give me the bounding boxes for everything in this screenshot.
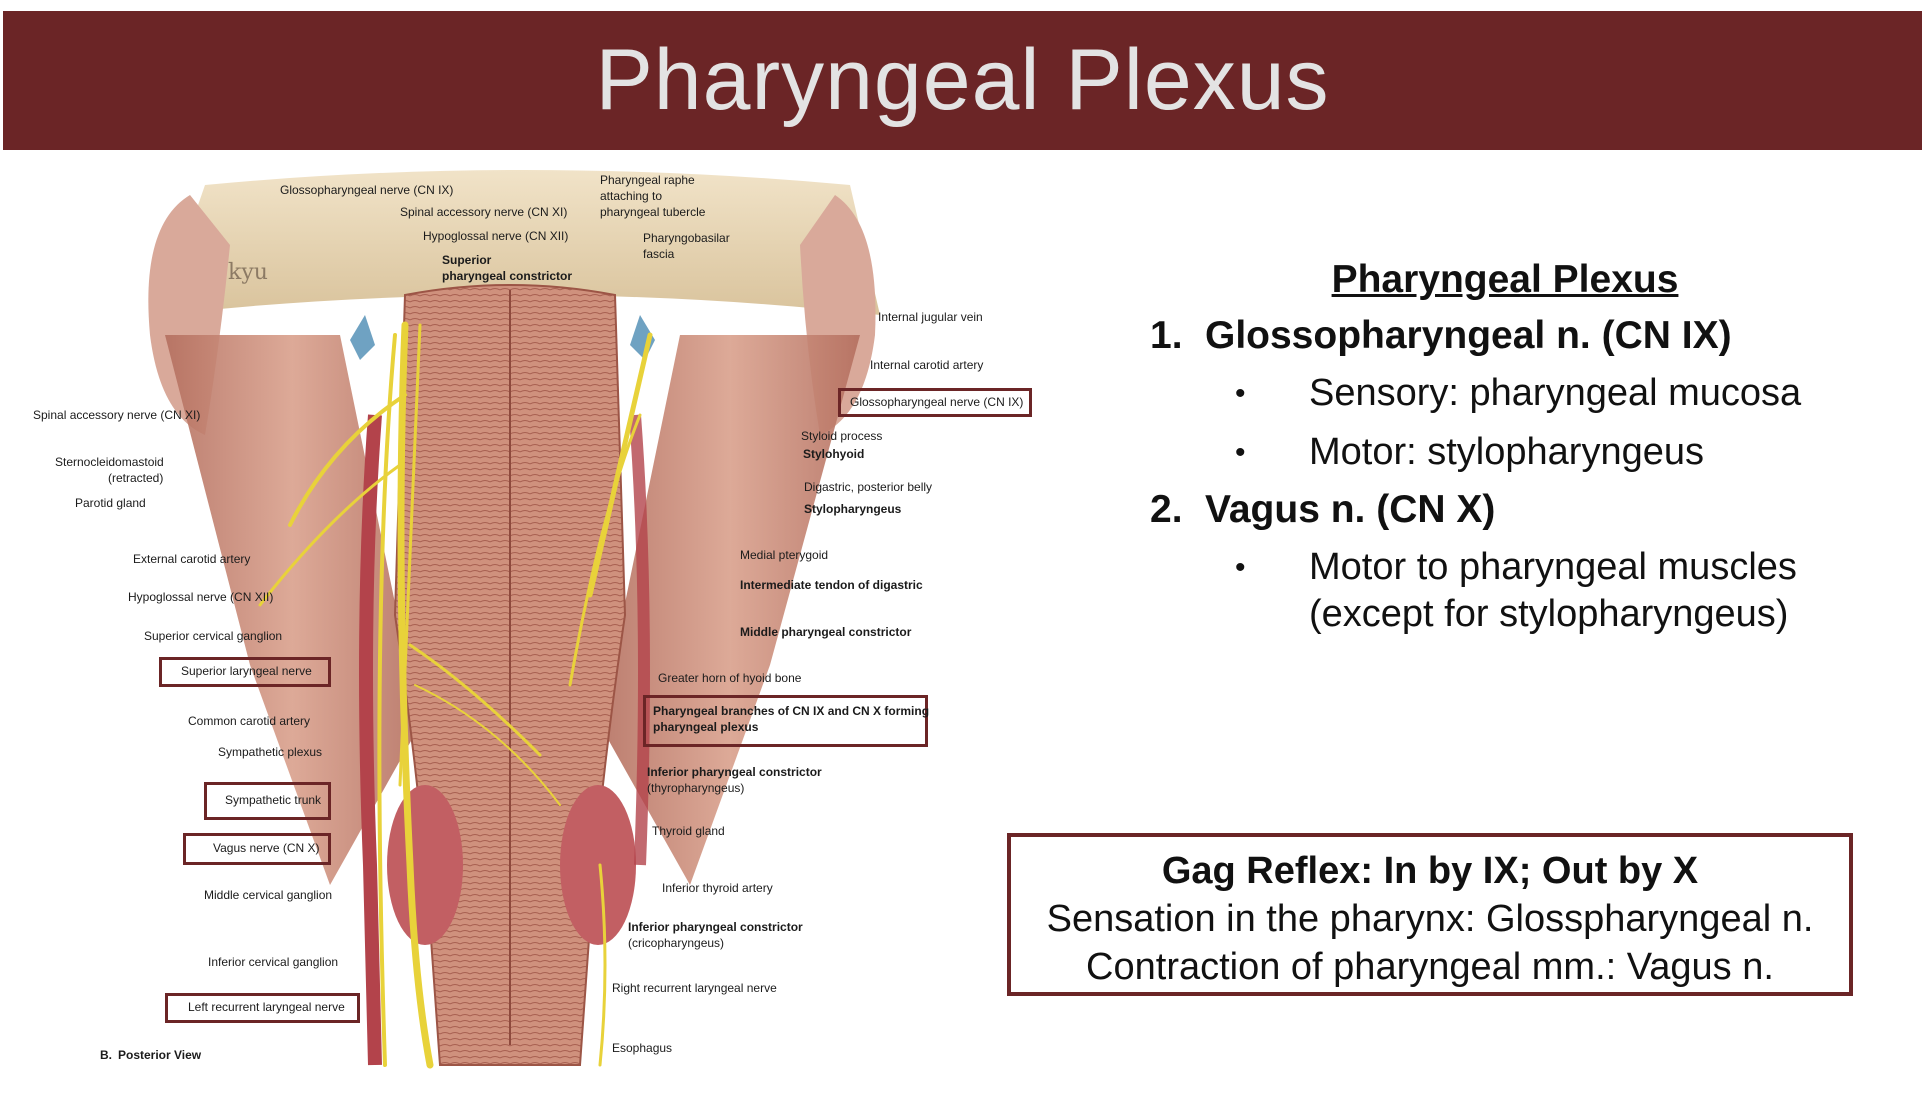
gag-contraction-line: Contraction of pharyngeal mm.: Vagus n. xyxy=(1086,946,1774,988)
label-retracted: (retracted) xyxy=(108,471,164,485)
label-middle-cervical-ganglion: Middle cervical ganglion xyxy=(204,888,333,902)
label-stylopharyngeus: Stylopharyngeus xyxy=(804,502,902,516)
label-fascia: fascia xyxy=(643,247,675,261)
highlight-box-left-recurrent xyxy=(165,993,360,1023)
highlight-box-glossopharyngeal xyxy=(838,388,1032,417)
bullet-text-line2: (except for stylopharyngeus) xyxy=(1309,593,1789,635)
label-right-recurrent-laryngeal: Right recurrent laryngeal nerve xyxy=(612,981,777,995)
label-pharyngeal-branches: Pharyngeal branches of CN IX and CN X fo… xyxy=(653,704,930,718)
label-medial-pterygoid: Medial pterygoid xyxy=(740,548,829,562)
label-middle-pharyngeal-constrictor: Middle pharyngeal constrictor xyxy=(740,625,912,639)
label-hypoglossal-top: Hypoglossal nerve (CN XII) xyxy=(423,229,569,243)
gag-sensation-line: Sensation in the pharynx: Glosspharyngea… xyxy=(1046,898,1814,940)
item-text: Vagus n. (CN X) xyxy=(1205,488,1496,531)
plexus-heading: Pharyngeal Plexus xyxy=(1331,258,1679,301)
label-attaching-to: attaching to xyxy=(600,189,663,203)
label-cricopharyngeus: (cricopharyngeus) xyxy=(628,936,725,950)
gag-reflex-box: Gag Reflex: In by IX; Out by X Sensation… xyxy=(1007,833,1853,996)
label-digastric-posterior: Digastric, posterior belly xyxy=(804,480,933,494)
label-intermediate-tendon: Intermediate tendon of digastric xyxy=(740,578,923,592)
label-inferior-constrictor-thyro: Inferior pharyngeal constrictor xyxy=(647,765,822,779)
anatomy-figure: Glossopharyngeal nerve (CN IX) Spinal ac… xyxy=(0,165,1060,1094)
label-vagus-nerve: Vagus nerve (CN X) xyxy=(213,841,320,855)
left-common-carotid xyxy=(359,414,382,1066)
label-superior: Superior xyxy=(442,253,492,267)
label-styloid-process: Styloid process xyxy=(801,429,883,443)
label-stylohyoid: Stylohyoid xyxy=(803,447,865,461)
label-sup-pharyngeal-constrictor: pharyngeal constrictor xyxy=(442,269,573,283)
artist-mark: kyu xyxy=(228,260,268,285)
slide-title: Pharyngeal Plexus xyxy=(595,32,1330,128)
label-sympathetic-trunk: Sympathetic trunk xyxy=(225,793,322,807)
bullet-motor: • Motor: stylopharyngeus xyxy=(1235,429,1910,476)
label-parotid-gland: Parotid gland xyxy=(75,496,146,510)
label-spinal-accessory-top: Spinal accessory nerve (CN XI) xyxy=(400,205,568,219)
bullet-text: Sensory: pharyngeal mucosa xyxy=(1309,372,1802,414)
label-inferior-thyroid-artery: Inferior thyroid artery xyxy=(662,881,773,895)
bullet-sensory: • Sensory: pharyngeal mucosa xyxy=(1235,370,1910,417)
label-hypoglossal-left: Hypoglossal nerve (CN XII) xyxy=(128,590,274,604)
label-superior-cervical-ganglion: Superior cervical ganglion xyxy=(144,629,283,643)
label-internal-jugular-vein: Internal jugular vein xyxy=(878,310,983,324)
label-internal-carotid-artery: Internal carotid artery xyxy=(870,358,984,372)
thyroid-left-lobe xyxy=(387,785,463,945)
label-left-recurrent-laryngeal: Left recurrent laryngeal nerve xyxy=(188,1000,345,1014)
label-pharyngeal-raphe: Pharyngeal raphe xyxy=(600,173,695,187)
label-pharyngeal-tubercle: pharyngeal tubercle xyxy=(600,205,706,219)
label-inferior-cervical-ganglion: Inferior cervical ganglion xyxy=(208,955,339,969)
view-label: Posterior View xyxy=(118,1048,202,1062)
left-jugular-vein xyxy=(350,315,375,360)
pharynx-illustration xyxy=(148,170,880,1069)
label-glossopharyngeal-right: Glossopharyngeal nerve (CN IX) xyxy=(850,395,1024,409)
list-item-vagus: 2. Vagus n. (CN X) xyxy=(1150,488,1910,532)
list-item-glossopharyngeal: 1. Glossopharyngeal n. (CN IX) xyxy=(1150,314,1910,358)
label-common-carotid: Common carotid artery xyxy=(188,714,311,728)
bullet-text-block: Motor to pharyngeal muscles (except for … xyxy=(1309,544,1797,638)
skull-base xyxy=(160,170,880,315)
highlight-box-sympathetic-trunk xyxy=(204,782,331,820)
label-superior-laryngeal-nerve: Superior laryngeal nerve xyxy=(181,664,312,678)
label-glossopharyngeal-top: Glossopharyngeal nerve (CN IX) xyxy=(280,183,454,197)
label-external-carotid: External carotid artery xyxy=(133,552,251,566)
label-esophagus: Esophagus xyxy=(612,1041,673,1055)
nerves xyxy=(258,321,653,1069)
view-letter: B. xyxy=(100,1048,112,1062)
highlight-box-pharyngeal-branches xyxy=(643,695,928,747)
highlight-box-superior-laryngeal xyxy=(159,657,331,687)
label-pharyngeal-plexus: pharyngeal plexus xyxy=(653,720,759,734)
thyroid-right-lobe xyxy=(560,785,636,945)
label-pharyngobasilar: Pharyngobasilar xyxy=(643,231,730,245)
item-number: 1. xyxy=(1150,314,1183,357)
left-lateral-muscles xyxy=(165,335,420,885)
label-sympathetic-plexus: Sympathetic plexus xyxy=(218,745,323,759)
bullet-text: Motor: stylopharyngeus xyxy=(1309,431,1704,473)
title-bar: Pharyngeal Plexus xyxy=(3,11,1922,150)
bullet-dot: • xyxy=(1235,551,1246,584)
right-carotid xyxy=(629,414,650,866)
label-sternocleidomastoid: Sternocleidomastoid xyxy=(55,455,164,469)
bullet-dot: • xyxy=(1235,377,1246,410)
plexus-summary: Pharyngeal Plexus 1. Glossopharyngeal n.… xyxy=(1150,258,1910,638)
label-greater-horn-hyoid: Greater horn of hyoid bone xyxy=(658,671,802,685)
label-thyroid-gland: Thyroid gland xyxy=(652,824,725,838)
bullet-text-line1: Motor to pharyngeal muscles xyxy=(1309,546,1797,588)
right-lateral-muscles xyxy=(600,335,860,885)
bullet-dot: • xyxy=(1235,436,1246,469)
label-inferior-constrictor-crico: Inferior pharyngeal constrictor xyxy=(628,920,803,934)
label-spinal-accessory-left: Spinal accessory nerve (CN XI) xyxy=(33,408,201,422)
highlight-box-vagus xyxy=(183,833,331,865)
bullet-motor-pharyngeal: • Motor to pharyngeal muscles (except fo… xyxy=(1235,544,1910,638)
item-number: 2. xyxy=(1150,488,1183,531)
gag-reflex-title: Gag Reflex: In by IX; Out by X xyxy=(1161,850,1699,892)
item-text: Glossopharyngeal n. (CN IX) xyxy=(1205,314,1732,357)
label-thyropharyngeus: (thyropharyngeus) xyxy=(647,781,745,795)
